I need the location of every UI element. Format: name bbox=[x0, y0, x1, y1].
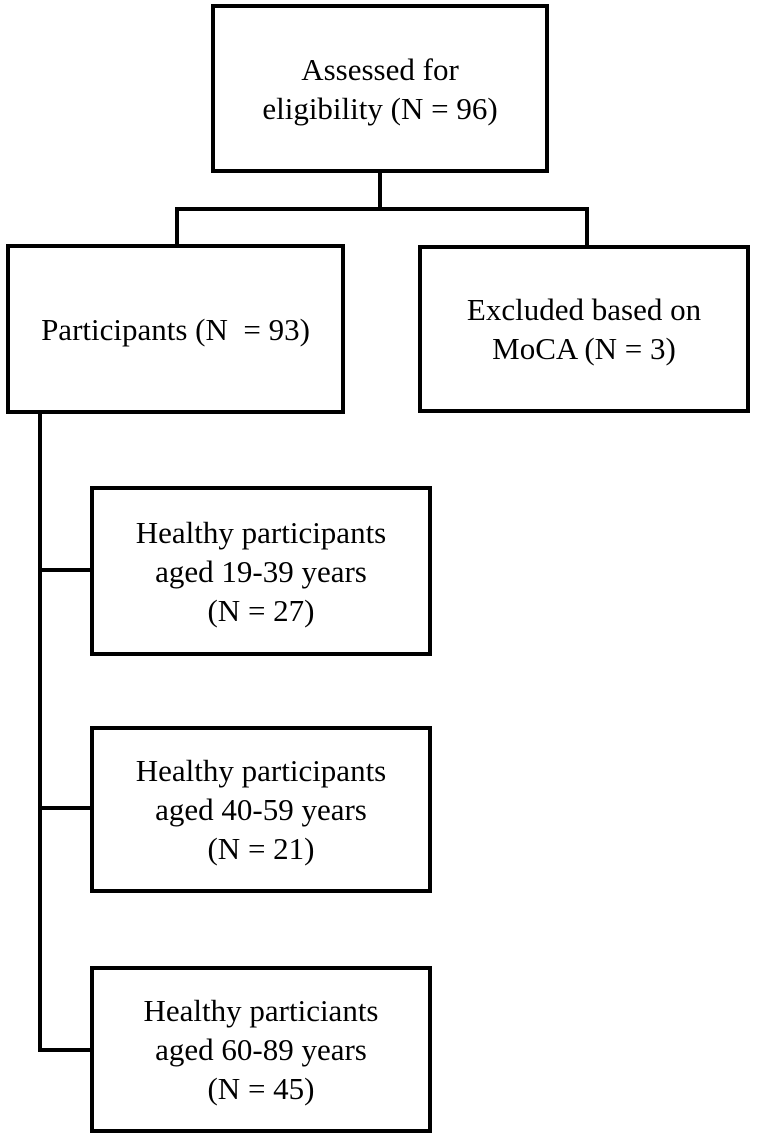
node-excluded-moca: Excluded based on MoCA (N = 3) bbox=[418, 245, 750, 413]
node-group-40-59: Healthy participants aged 40-59 years (N… bbox=[90, 726, 432, 893]
node-group-60-89: Healthy particiants aged 60-89 years (N … bbox=[90, 966, 432, 1133]
edge-participants-spine bbox=[38, 412, 42, 1052]
edge-assessed-stem bbox=[378, 171, 382, 211]
edge-split-horizontal-bar bbox=[175, 207, 589, 211]
edge-stub-to-group-19-39 bbox=[38, 568, 92, 572]
node-assessed-eligibility: Assessed for eligibility (N = 96) bbox=[211, 4, 549, 173]
edge-stub-to-group-40-59 bbox=[38, 806, 92, 810]
node-participants: Participants (N = 93) bbox=[6, 244, 345, 414]
edge-stub-to-group-60-89 bbox=[38, 1048, 92, 1052]
edge-drop-to-excluded bbox=[585, 207, 589, 247]
edge-drop-to-participants bbox=[175, 207, 179, 246]
node-group-19-39: Healthy participants aged 19-39 years (N… bbox=[90, 486, 432, 656]
